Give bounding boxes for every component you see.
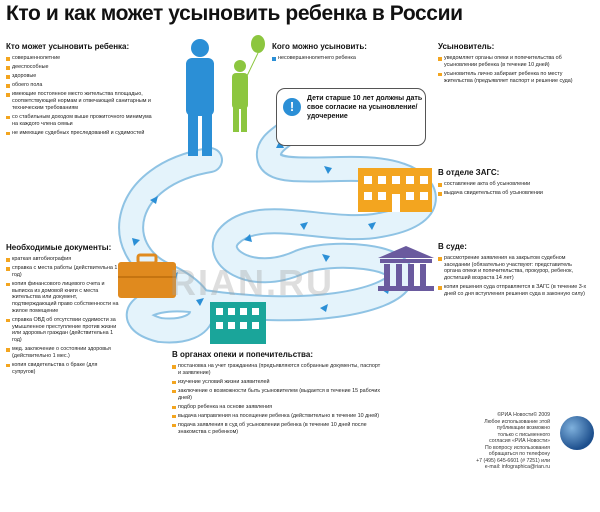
list-item: обоего пола <box>6 82 158 89</box>
footer-line: только с письменного <box>497 431 550 438</box>
road-arrow <box>368 222 376 230</box>
footer-line: e-mail: infographica@rian.ru <box>484 464 550 470</box>
list-item: заключение о возможности быть усыновител… <box>172 388 382 401</box>
footer-line: публикации возможно <box>496 425 550 431</box>
zags-heading: В отделе ЗАГС: <box>438 168 500 177</box>
court-heading: В суде: <box>438 242 467 251</box>
list-item: уведомляет органы опеки и попечительства… <box>438 55 590 68</box>
court-building <box>378 246 434 291</box>
list-item: несовершеннолетнего ребенка <box>272 55 382 62</box>
whom-heading: Кого можно усыновить: <box>272 42 367 51</box>
age-consent-note: ! Дети старше 10 лет должны дать свое со… <box>276 88 426 146</box>
footer-line: ©РИА Новости© 2009 <box>497 412 550 418</box>
list-item: усыновитель лично забирает ребенка по ме… <box>438 71 590 84</box>
list-item: краткая автобиография <box>6 256 122 263</box>
note-text: Дети старше 10 лет должны дать свое согл… <box>307 95 423 120</box>
list-item: мед. заключение о состоянии здоровья (де… <box>6 346 122 359</box>
road-arrow <box>132 238 140 246</box>
road-arrow <box>196 298 204 306</box>
zags-list: составление акта об усыновлении выдача с… <box>438 181 590 199</box>
page-title: Кто и как может усыновить ребенка в Росс… <box>6 2 463 25</box>
guardianship-list: постановка на учет гражданина (предъявля… <box>172 363 382 438</box>
guardianship-heading: В органах опеки и попечительства: <box>172 350 313 359</box>
footer-line: согласия «РИА Новости» <box>489 438 550 444</box>
who-can-list: совершеннолетние дееспособные здоровые о… <box>6 55 158 139</box>
whom-list: несовершеннолетнего ребенка <box>272 55 382 64</box>
footer-line: Любое использование этой <box>484 418 550 425</box>
adopter-list: уведомляет органы опеки и попечительства… <box>438 55 590 87</box>
zags-building <box>358 168 432 212</box>
road-arrow <box>300 222 308 230</box>
adopter-heading: Усыновитель: <box>438 42 495 51</box>
docs-list: краткая автобиография справка с места ра… <box>6 256 122 378</box>
court-list: рассмотрение заявления на закрытом судеб… <box>438 255 590 300</box>
list-item: справка с места работы (действительна 1 … <box>6 265 122 278</box>
footer-line: По вопросу использования <box>484 444 550 451</box>
list-item: постановка на учет гражданина (предъявля… <box>172 363 382 376</box>
watermark: RIAN.RU <box>170 262 334 303</box>
list-item: рассмотрение заявления на закрытом судеб… <box>438 255 590 282</box>
road-arrow <box>320 304 328 312</box>
road-arrow <box>322 254 330 262</box>
list-item: копия решения суда отправляется в ЗАГС (… <box>438 284 590 297</box>
copyright-footer: ©РИА Новости© 2009 Любое использование э… <box>420 412 550 471</box>
road-arrow <box>150 196 158 204</box>
road-arrow <box>244 234 252 242</box>
list-item: изучение условий жизни заявителей <box>172 379 382 386</box>
child-figure <box>232 35 265 132</box>
list-item: копия свидетельства о браке (для супруго… <box>6 362 122 375</box>
list-item: выдача свидетельства об усыновлении <box>438 190 590 197</box>
road-arrow <box>324 166 332 174</box>
briefcase <box>118 253 176 298</box>
man-figure <box>186 39 214 156</box>
list-item: выдача направления на посещение ребенка … <box>172 413 382 420</box>
list-item: копия финансового лицевого счета и выпис… <box>6 281 122 315</box>
footer-line: +7 (495) 645-6601 (# 7251) или <box>476 457 550 464</box>
docs-heading: Необходимые документы: <box>6 243 112 252</box>
list-item: совершеннолетние <box>6 55 158 62</box>
list-item: составление акта об усыновлении <box>438 181 590 188</box>
list-item: со стабильным доходом выше прожиточного … <box>6 114 158 127</box>
list-item: дееспособные <box>6 64 158 71</box>
footer-line: обращаться по телефону <box>488 451 550 457</box>
list-item: имеющие постоянное место жительства площ… <box>6 91 158 111</box>
who-can-heading: Кто может усыновить ребенка: <box>6 42 130 51</box>
exclamation-icon: ! <box>283 98 301 116</box>
list-item: не имеющие судебных преследований и суди… <box>6 130 158 137</box>
list-item: здоровые <box>6 73 158 80</box>
list-item: подача заявления в суд об усыновлении ре… <box>172 422 382 435</box>
list-item: подбор ребенка на основе заявления <box>172 404 382 411</box>
guardianship-building <box>210 302 266 344</box>
list-item: справка ОВД об отсутствии судимости за у… <box>6 317 122 344</box>
ria-globe-logo <box>560 416 594 450</box>
